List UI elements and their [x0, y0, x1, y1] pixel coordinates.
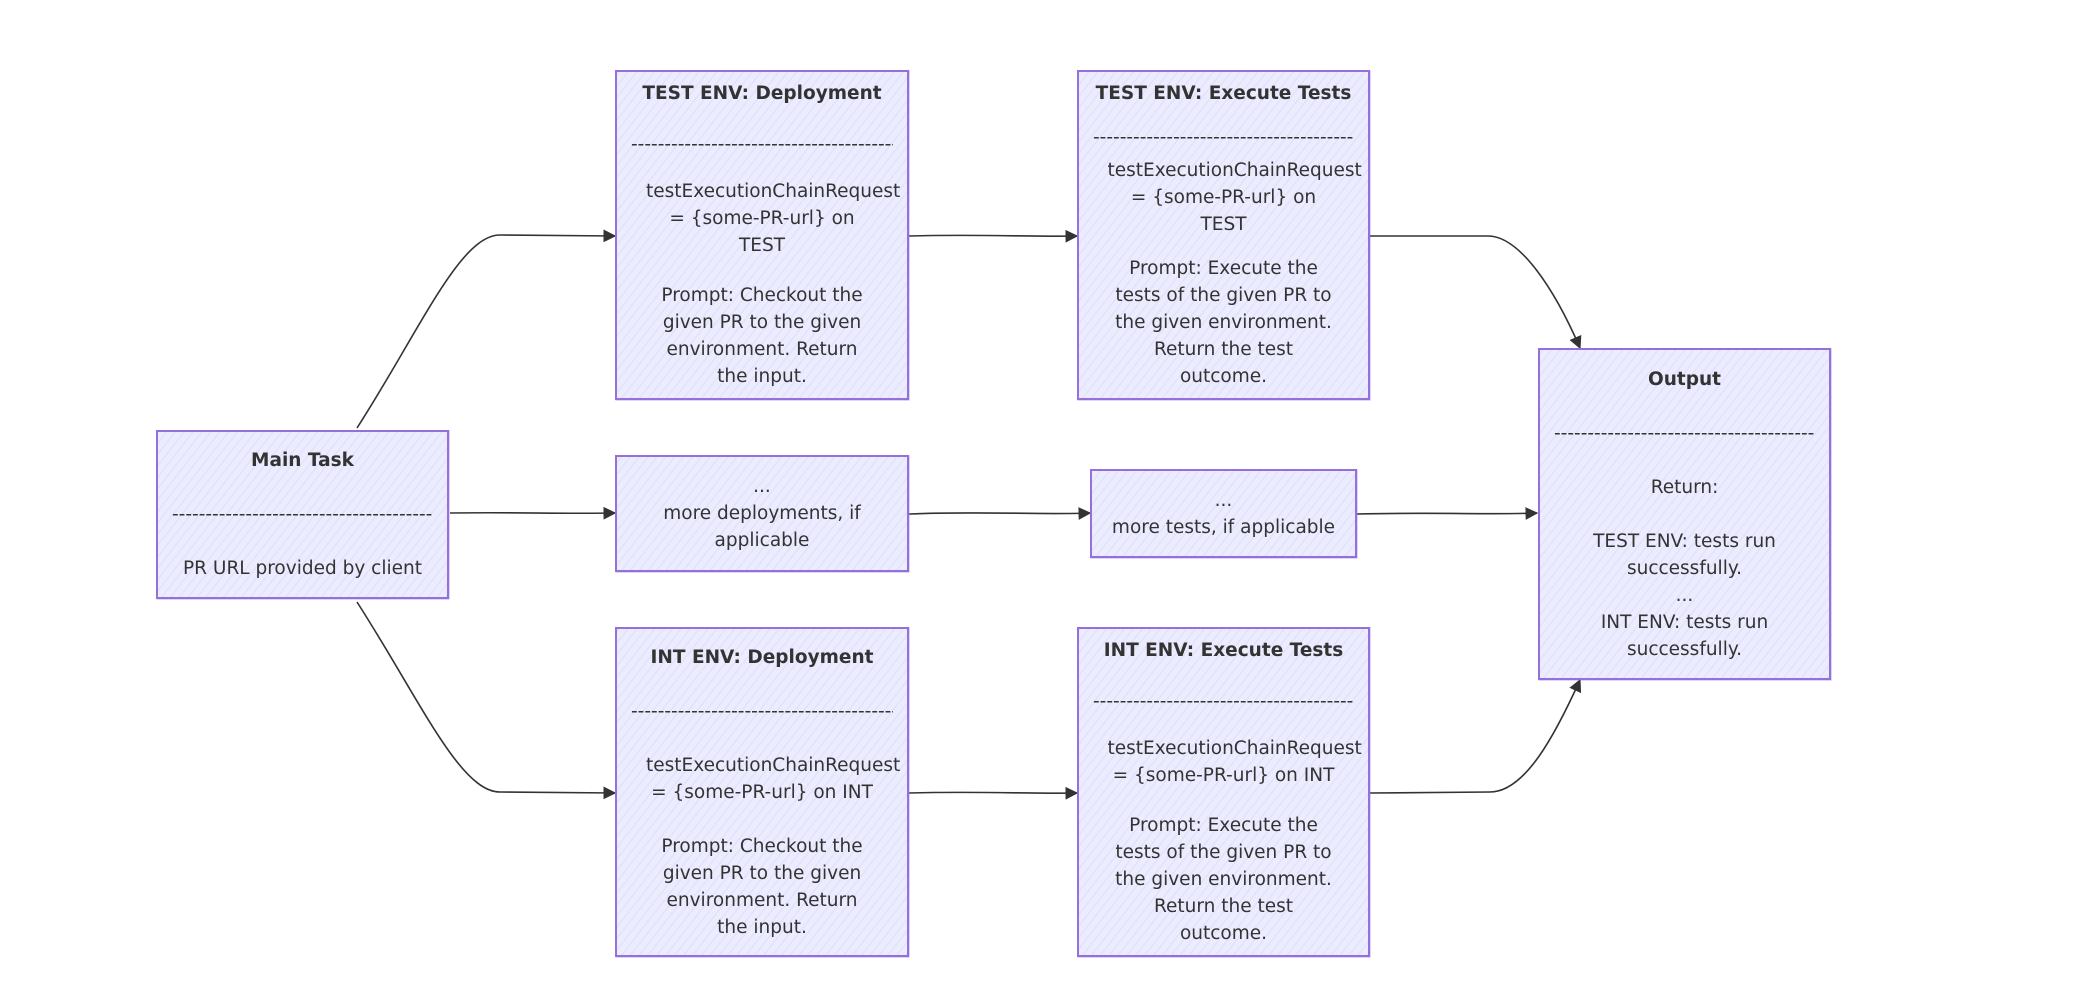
int-deploy-request: testExecutionChainRequest = {some-PR-url… [646, 754, 901, 803]
main-task-body: PR URL provided by client [183, 558, 422, 579]
main-task-separator: ----------------------------------------… [172, 504, 433, 525]
test-deploy-request: testExecutionChainRequest = {some-PR-url… [646, 180, 901, 256]
more-deployments-node[interactable]: ... more deployments, if applicable [615, 455, 909, 572]
int-execute-separator: ----------------------------------------… [1093, 690, 1354, 712]
edge-main-to-more-deployments [449, 506, 617, 520]
more-deployments-body: more deployments, if applicable [663, 503, 861, 551]
edge-test-deploy-to-test-execute [908, 229, 1079, 243]
output-title: Output [1648, 368, 1721, 390]
test-deploy-node[interactable]: TEST ENV: Deployment -------------------… [615, 70, 909, 400]
edge-main-to-int-deploy [356, 601, 617, 800]
output-test-result: TEST ENV: tests run successfully. [1593, 530, 1776, 579]
edge-int-deploy-to-int-execute [908, 786, 1079, 800]
edge-more-deployments-to-more-tests [908, 507, 1092, 520]
test-deploy-prompt: Prompt: Checkout the given PR to the giv… [661, 285, 863, 387]
int-deploy-title: INT ENV: Deployment [650, 646, 874, 668]
output-ellipsis: ... [1675, 584, 1694, 606]
test-execute-request: testExecutionChainRequest = {some-PR-url… [1107, 160, 1362, 236]
test-execute-title: TEST ENV: Execute Tests [1095, 83, 1352, 104]
test-execute-separator: ----------------------------------------… [1093, 126, 1354, 141]
int-execute-title: INT ENV: Execute Tests [1103, 640, 1344, 661]
int-deploy-prompt: Prompt: Checkout the given PR to the giv… [661, 835, 863, 938]
int-execute-request: testExecutionChainRequest = {some-PR-url… [1107, 737, 1362, 786]
more-deployments-ellipsis: ... [753, 476, 771, 497]
edge-test-execute-to-output [1370, 235, 1582, 350]
output-node[interactable]: Output ---------------------------------… [1538, 348, 1831, 680]
more-tests-ellipsis: ... [1214, 489, 1233, 511]
output-separator: ----------------------------------------… [1554, 422, 1815, 444]
int-execute-prompt: Prompt: Execute the tests of the given P… [1115, 815, 1332, 944]
edge-int-execute-to-output [1369, 678, 1582, 794]
test-execute-prompt: Prompt: Execute the tests of the given P… [1115, 258, 1332, 387]
more-tests-node[interactable]: ... more tests, if applicable [1090, 469, 1357, 558]
main-task-node[interactable]: Main Task ------------------------------… [156, 430, 449, 599]
test-deploy-title: TEST ENV: Deployment [642, 83, 882, 104]
more-tests-body: more tests, if applicable [1111, 516, 1336, 538]
int-deploy-node[interactable]: INT ENV: Deployment --------------------… [615, 627, 909, 957]
test-deploy-separator: ----------------------------------------… [631, 133, 893, 155]
output-int-result: INT ENV: tests run successfully. [1600, 611, 1769, 660]
int-deploy-separator: ----------------------------------------… [631, 700, 893, 722]
int-execute-node[interactable]: INT ENV: Execute Tests -----------------… [1077, 627, 1370, 957]
output-return-label: Return: [1650, 476, 1719, 498]
main-task-title: Main Task [251, 450, 354, 471]
test-execute-node[interactable]: TEST ENV: Execute Tests ----------------… [1077, 70, 1370, 400]
edge-main-to-test-deploy [356, 229, 617, 429]
edge-more-tests-to-output [1356, 507, 1539, 520]
